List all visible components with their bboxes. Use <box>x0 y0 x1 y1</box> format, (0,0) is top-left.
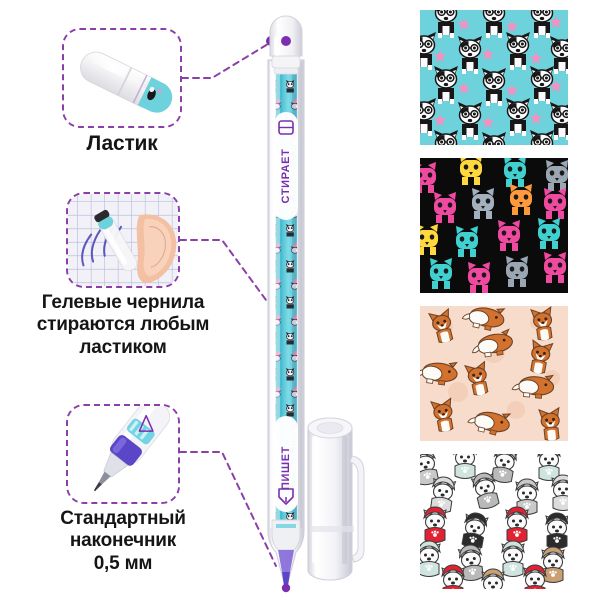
pen-top-dot <box>281 36 291 46</box>
caption-tip: Стандартный наконечник 0,5 мм <box>60 508 186 574</box>
photo-hand-erasing-on-grid-paper <box>68 194 178 286</box>
pen-cap-clip <box>349 455 365 563</box>
swatch-neon-black[interactable] <box>420 158 568 293</box>
pen-label-erases-text: СТИРАЕТ <box>280 148 292 204</box>
pen-illustration: СТИРАЕТ ПИШЕТ <box>246 4 326 596</box>
pen-label-writes <box>274 416 298 512</box>
callout-eraser[interactable] <box>62 28 182 128</box>
pen-label-writes-text: ПИШЕТ <box>280 446 292 490</box>
pen-cap <box>300 410 380 590</box>
pen-nib-icon-small <box>138 414 154 432</box>
swatch-hoodie-white[interactable] <box>420 454 568 589</box>
pen-body <box>267 15 305 593</box>
swatch-corgi-peach[interactable] <box>420 306 568 441</box>
caption-gel-ink: Гелевые чернила стираются любым ластиком <box>36 292 210 358</box>
pen-cap-body <box>307 417 365 581</box>
callout-gel-ink[interactable] <box>66 192 180 288</box>
swatch-corgi-peach-art <box>420 306 568 441</box>
pen-label-erases <box>274 112 298 220</box>
swatch-bulldog-cyan[interactable] <box>420 10 568 145</box>
finger <box>136 214 177 284</box>
pen-ink-cone <box>278 550 294 572</box>
swatch-bulldog-cyan-art <box>420 10 568 145</box>
swatch-hoodie-white-art <box>420 454 568 589</box>
pen-tip-ball <box>281 583 291 593</box>
swatch-neon-black-art <box>420 158 568 293</box>
photo-pen-tip-closeup <box>68 406 178 502</box>
photo-eraser-tip-closeup <box>64 30 180 126</box>
callout-tip[interactable] <box>66 404 180 504</box>
caption-eraser: Ластик <box>86 132 158 155</box>
